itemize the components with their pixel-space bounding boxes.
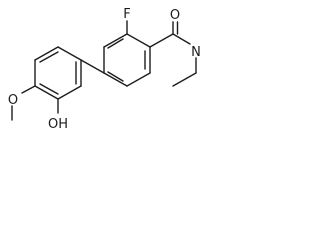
bond-ring-b-double-1 bbox=[39, 51, 59, 63]
bond-ring-b-2 bbox=[34, 46, 59, 61]
atom-label-amide-nitrogen: N bbox=[191, 45, 201, 60]
bond-ring-a-4 bbox=[103, 72, 128, 87]
bond-ring-b-4 bbox=[34, 85, 59, 100]
bond-ring-b-5 bbox=[57, 85, 82, 100]
bond-ring-a-double-3 bbox=[107, 38, 124, 49]
bond-biaryl bbox=[80, 59, 105, 74]
atom-label-methoxy-oxygen: O bbox=[8, 93, 18, 108]
atom-label-hydroxyl: OH bbox=[48, 117, 68, 132]
atom-label-fluorine: F bbox=[123, 7, 130, 22]
bond-ring-a-6 bbox=[103, 33, 128, 48]
atom-labels: F O N O OH bbox=[8, 7, 201, 132]
bond-lines bbox=[11, 20, 197, 121]
bond-ring-a-3 bbox=[126, 72, 151, 87]
bond-ring-carbonyl bbox=[149, 33, 174, 48]
chemical-structure-diagram: F O N O OH bbox=[8, 7, 201, 132]
bond-ch2-ch3 bbox=[172, 72, 197, 87]
bond-ring-b-double-2 bbox=[39, 83, 59, 95]
atom-label-carbonyl-oxygen: O bbox=[170, 8, 180, 23]
bond-ring-a-double-2 bbox=[107, 71, 124, 82]
bond-ring-o-methoxy bbox=[21, 85, 36, 94]
bond-ring-a-1 bbox=[126, 33, 151, 48]
bond-c-n bbox=[172, 33, 191, 45]
bond-ring-b-1 bbox=[57, 46, 82, 61]
